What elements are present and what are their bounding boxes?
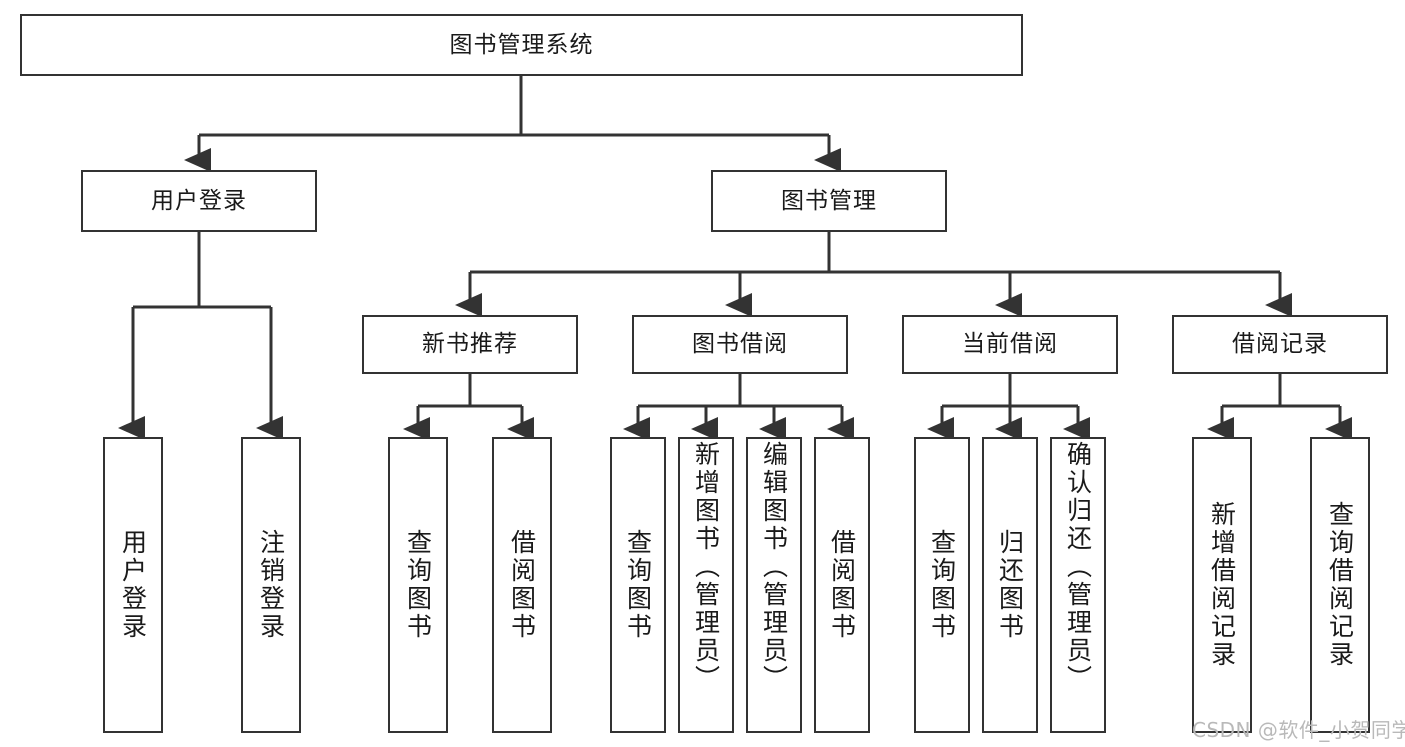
node-book-management[interactable]: 图书管理 <box>711 170 947 232</box>
leaf-borrow-borrow-book-label: 借阅图书 <box>827 529 857 641</box>
leaf-record-add-record-label: 新增借阅记录 <box>1207 501 1237 669</box>
leaf-recommend-query-book[interactable]: 查询图书 <box>388 437 448 733</box>
leaf-record-query-record[interactable]: 查询借阅记录 <box>1310 437 1370 733</box>
node-current-borrow-label: 当前借阅 <box>962 331 1058 358</box>
node-root-system-label: 图书管理系统 <box>449 31 594 58</box>
leaf-user-login-signin[interactable]: 用户登录 <box>103 437 163 733</box>
leaf-borrow-add-book-admin[interactable]: 新增图书（管理员） <box>678 437 734 733</box>
node-borrow-record-label: 借阅记录 <box>1232 331 1328 358</box>
leaf-user-login-signout[interactable]: 注销登录 <box>241 437 301 733</box>
leaf-recommend-borrow-book[interactable]: 借阅图书 <box>492 437 552 733</box>
watermark-text: CSDN @软件_小贺同学 <box>1192 718 1405 742</box>
node-user-login[interactable]: 用户登录 <box>81 170 317 232</box>
leaf-borrow-query-book-label: 查询图书 <box>623 529 653 641</box>
leaf-recommend-query-book-label: 查询图书 <box>403 529 433 641</box>
leaf-current-query-book-label: 查询图书 <box>927 529 957 641</box>
leaf-borrow-edit-book-admin[interactable]: 编辑图书（管理员） <box>746 437 802 733</box>
node-current-borrow[interactable]: 当前借阅 <box>902 315 1118 374</box>
leaf-current-return-book[interactable]: 归还图书 <box>982 437 1038 733</box>
node-borrow-record[interactable]: 借阅记录 <box>1172 315 1388 374</box>
node-book-management-label: 图书管理 <box>781 187 877 214</box>
leaf-user-login-signout-label: 注销登录 <box>256 529 286 641</box>
leaf-recommend-borrow-book-label: 借阅图书 <box>507 529 537 641</box>
leaf-current-return-book-label: 归还图书 <box>995 529 1025 641</box>
node-book-borrow-label: 图书借阅 <box>692 331 788 358</box>
leaf-borrow-edit-book-admin-label: 编辑图书（管理员） <box>759 441 789 693</box>
node-root-system[interactable]: 图书管理系统 <box>20 14 1023 76</box>
leaf-current-confirm-return-admin[interactable]: 确认归还（管理员） <box>1050 437 1106 733</box>
leaf-borrow-add-book-admin-label: 新增图书（管理员） <box>691 441 721 693</box>
leaf-user-login-signin-label: 用户登录 <box>118 529 148 641</box>
leaf-record-add-record[interactable]: 新增借阅记录 <box>1192 437 1252 733</box>
node-user-login-label: 用户登录 <box>151 187 247 214</box>
node-new-book-recommend[interactable]: 新书推荐 <box>362 315 578 374</box>
leaf-borrow-query-book[interactable]: 查询图书 <box>610 437 666 733</box>
leaf-borrow-borrow-book[interactable]: 借阅图书 <box>814 437 870 733</box>
leaf-current-query-book[interactable]: 查询图书 <box>914 437 970 733</box>
leaf-record-query-record-label: 查询借阅记录 <box>1325 501 1355 669</box>
leaf-current-confirm-return-admin-label: 确认归还（管理员） <box>1063 441 1093 693</box>
node-new-book-recommend-label: 新书推荐 <box>422 331 518 358</box>
node-book-borrow[interactable]: 图书借阅 <box>632 315 848 374</box>
